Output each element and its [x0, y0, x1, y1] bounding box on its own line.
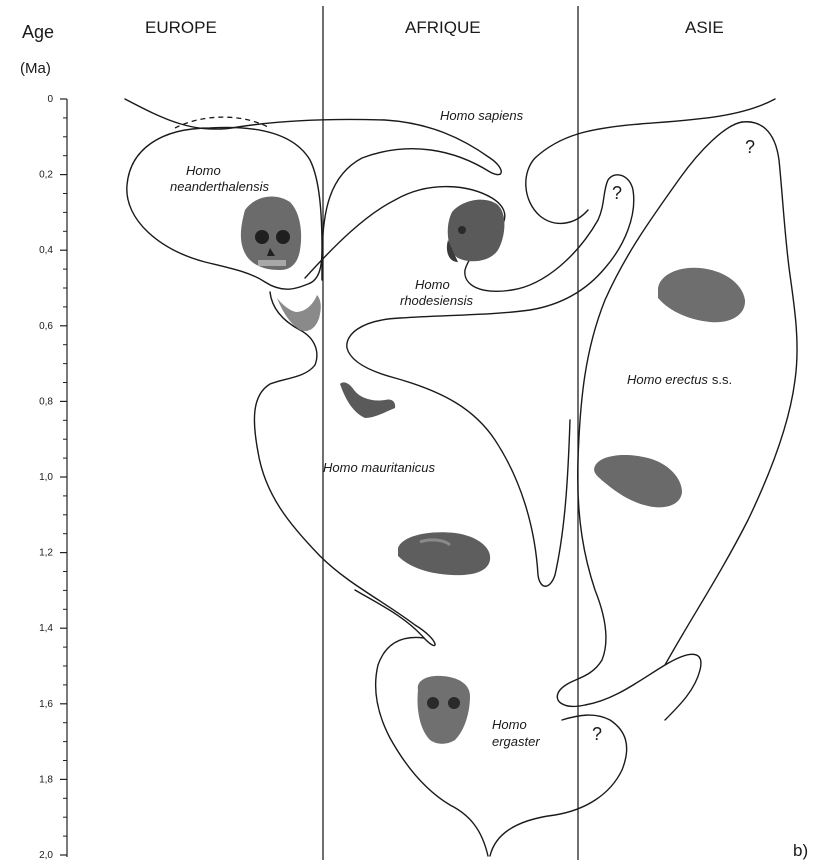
- mauritanicus-calvaria-icon: [398, 532, 490, 575]
- axis-tick-label: 0: [47, 94, 53, 105]
- label-homo-erectus: Homo erectus s.s.: [627, 372, 732, 387]
- label-homo-mauritanicus: Homo mauritanicus: [323, 460, 435, 475]
- erectus-east-outline: [665, 122, 797, 665]
- erectus-calvaria-icon: [594, 455, 682, 507]
- mauritanicus-mandible-icon: [340, 382, 395, 418]
- region-africa: AFRIQUE: [405, 18, 481, 37]
- axis-tick-label: 1,4: [39, 623, 53, 634]
- mandible-icon: [277, 295, 321, 331]
- axis-tick-label: 0,4: [39, 245, 53, 256]
- region-europe: EUROPE: [145, 18, 217, 37]
- region-asia: ASIE: [685, 18, 724, 37]
- axis-tick-label: 1,8: [39, 774, 53, 785]
- axis-tick-label: 0,6: [39, 321, 53, 332]
- label-neanderthalensis-species: neanderthalensis: [170, 179, 270, 194]
- erectus-name: Homo erectus: [627, 372, 708, 387]
- axis-title: Age: [22, 22, 54, 42]
- erectus-skull-icon: [658, 268, 745, 323]
- erectus-outline: [557, 122, 742, 720]
- question-mark-rhodesiensis: ?: [612, 183, 622, 203]
- label-homo-sapiens: Homo sapiens: [440, 108, 524, 123]
- axis-unit: (Ma): [20, 60, 51, 77]
- label-neanderthalensis-genus: Homo: [186, 163, 221, 178]
- axis-tick-label: 1,0: [39, 472, 53, 483]
- axis-tick-label: 2,0: [39, 850, 53, 861]
- question-mark-asia-top: ?: [745, 137, 755, 157]
- axis-tick-label: 0,8: [39, 396, 53, 407]
- ergaster-skull-icon: [418, 676, 471, 744]
- label-rhodesiensis-species: rhodesiensis: [400, 293, 473, 308]
- rhodesiensis-skull-icon: [447, 200, 505, 262]
- question-mark-ergaster: ?: [592, 724, 602, 744]
- sapiens-east-outline: [526, 99, 775, 223]
- label-ergaster-genus: Homo: [492, 717, 527, 732]
- erectus-suffix: s.s.: [712, 372, 732, 387]
- label-ergaster-species: ergaster: [492, 734, 540, 749]
- axis-tick-label: 1,2: [39, 548, 53, 559]
- label-rhodesiensis-genus: Homo: [415, 277, 450, 292]
- time-axis: 0 0,2 0,4 0,6 0,8 1,0 1,2 1,4 1,6 1,8 2,0: [39, 94, 67, 861]
- neanderthal-skull-icon: [241, 196, 301, 270]
- panel-label: b): [793, 841, 808, 860]
- axis-tick-label: 1,6: [39, 699, 53, 710]
- axis-tick-label: 0,2: [39, 170, 53, 181]
